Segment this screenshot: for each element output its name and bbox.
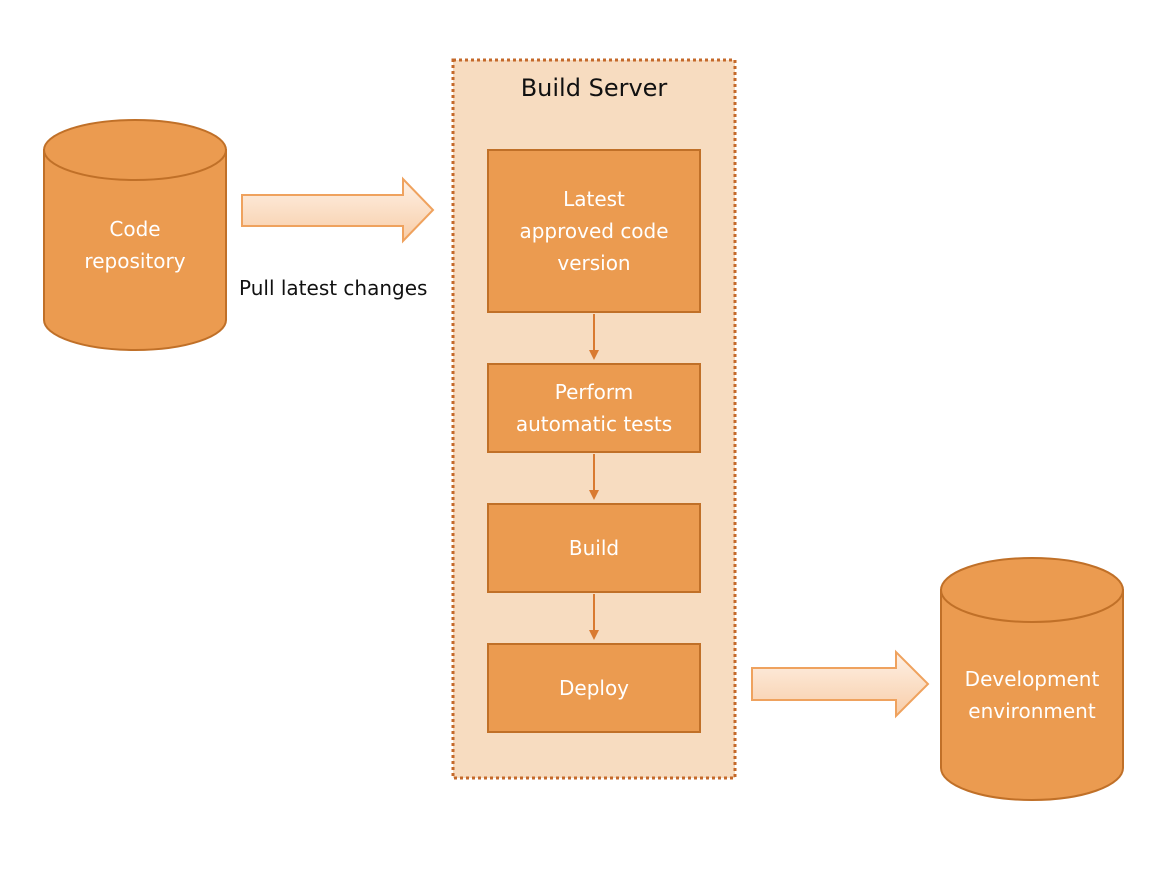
- build-server-title: Build Server: [520, 74, 668, 102]
- step-label-build: Build: [568, 536, 620, 560]
- code-repository-cylinder: [43, 119, 227, 351]
- step-box-latest-version: [487, 149, 701, 313]
- deploy-block-arrow: [751, 649, 930, 719]
- step-box-deploy: [487, 643, 701, 733]
- step-box-build: [487, 503, 701, 593]
- development-environment-cylinder: [940, 557, 1124, 801]
- development-environment-label: Development environment: [964, 667, 1100, 723]
- step-label-tests: Perform automatic tests: [515, 380, 673, 436]
- code-repository-label: Code repository: [84, 217, 186, 273]
- step-label-deploy: Deploy: [558, 676, 630, 700]
- pull-latest-changes-label: Pull latest changes: [239, 276, 428, 300]
- pull-block-arrow: [241, 176, 435, 244]
- step-label-latest-version: Latest approved code version: [519, 187, 669, 275]
- step-box-tests: [487, 363, 701, 453]
